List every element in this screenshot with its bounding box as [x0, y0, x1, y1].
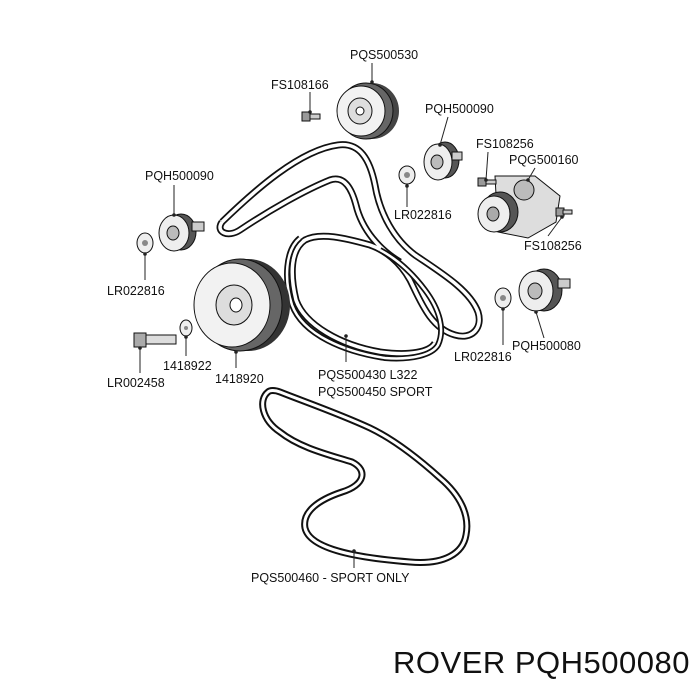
label-pqh500090-left: PQH500090: [145, 169, 214, 183]
label-pqh500090-upper: PQH500090: [425, 102, 494, 116]
label-fs108256-upper: FS108256: [476, 137, 534, 151]
bolt-lr002458: [133, 332, 177, 348]
leader-lines: [138, 63, 564, 568]
label-lr022816-upper: LR022816: [394, 208, 452, 222]
idler-pulley-left: [158, 213, 205, 252]
washer-1418922: [179, 319, 193, 337]
belt-tensioner: [477, 175, 561, 239]
idler-pulley-upper-right: [423, 141, 463, 181]
washer-lr022816-right: [494, 287, 512, 309]
label-fs108256-lower: FS108256: [524, 239, 582, 253]
label-lr002458: LR002458: [107, 376, 165, 390]
main-drive-belt: [216, 141, 483, 362]
label-1418920: 1418920: [215, 372, 264, 386]
washer-lr022816-left: [136, 232, 154, 254]
label-pqs500530: PQS500530: [350, 48, 418, 62]
label-pqg500160: PQG500160: [509, 153, 579, 167]
label-fs108166: FS108166: [271, 78, 329, 92]
idler-pulley-pqh500080: [518, 268, 571, 312]
bolt-fs108256-upper: [477, 177, 497, 187]
sport-drive-belt: [259, 387, 471, 566]
label-1418922: 1418922: [163, 359, 212, 373]
top-pulley: [336, 82, 399, 140]
label-lr022816-right: LR022816: [454, 350, 512, 364]
washer-lr022816-upper: [398, 165, 416, 185]
label-lr022816-left: LR022816: [107, 284, 165, 298]
crankshaft-pulley: [193, 258, 290, 352]
label-pqh500080: PQH500080: [512, 339, 581, 353]
label-pqs500450: PQS500450 SPORT: [318, 385, 433, 399]
bolt-fs108256-lower: [555, 207, 573, 217]
bolt-fs108166: [301, 111, 321, 122]
label-pqs500430: PQS500430 L322: [318, 368, 417, 382]
label-pqs500460: PQS500460 - SPORT ONLY: [251, 571, 410, 585]
brand-part-number: ROVER PQH500080: [393, 645, 690, 680]
